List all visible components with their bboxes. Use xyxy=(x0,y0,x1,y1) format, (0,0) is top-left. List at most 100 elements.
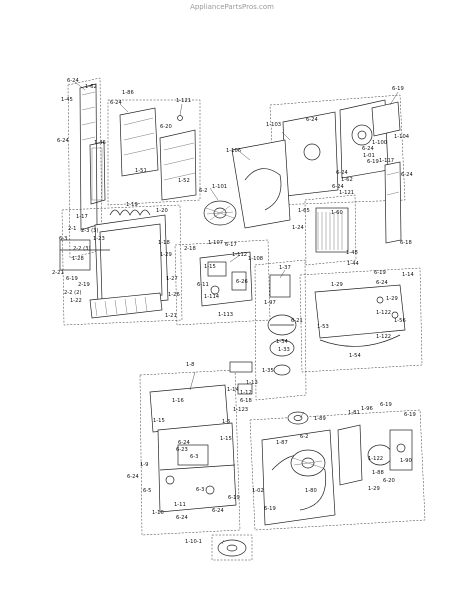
label-2-3-3: 2-3 (3) xyxy=(81,228,98,234)
label-1-15: 1-15 xyxy=(220,436,232,442)
label-1-5: 1-5 xyxy=(222,419,230,425)
label-2-18: 2-18 xyxy=(184,246,196,252)
label-2-19: 2-19 xyxy=(78,282,90,288)
label-1-45: 1-45 xyxy=(61,97,73,103)
label-1-114: 1-114 xyxy=(204,294,220,300)
label-6-24: 6-24 xyxy=(332,184,344,190)
label-6-19: 6-19 xyxy=(380,402,392,408)
label-1-27: 1-27 xyxy=(166,276,178,282)
label-1-21: 1-21 xyxy=(165,313,177,319)
label-1-24: 1-24 xyxy=(292,225,304,231)
label-6-17: 6-17 xyxy=(225,242,237,248)
label-1-29: 1-29 xyxy=(386,296,398,302)
label-1-29: 1-29 xyxy=(331,282,343,288)
label-6-19: 6-19 xyxy=(392,86,404,92)
label-6-3: 6-3 xyxy=(59,236,67,242)
label-1-19: 1-19 xyxy=(126,202,138,208)
label-1-14: 1-14 xyxy=(402,272,414,278)
label-1-108: 1-108 xyxy=(248,256,263,262)
fan-motor-assembly xyxy=(337,424,413,486)
label-6-19: 6-19 xyxy=(228,495,240,501)
label-1-103: 1-103 xyxy=(266,122,281,128)
label-1-90: 1-90 xyxy=(400,458,412,464)
label-6-2: 6-2 xyxy=(300,434,308,440)
label-1-46: 1-46 xyxy=(94,140,106,146)
label-6-11: 6-11 xyxy=(197,282,209,288)
label-1-29: 1-29 xyxy=(368,486,380,492)
blower-shroud-upper xyxy=(203,139,291,229)
label-1-17: 1-17 xyxy=(76,214,88,220)
label-6-24: 6-24 xyxy=(178,440,190,446)
leader-lines xyxy=(74,81,399,545)
label-6-21: 6-21 xyxy=(291,318,303,324)
rubber-grommet xyxy=(211,534,253,561)
label-1-51: 1-51 xyxy=(135,168,147,174)
label-1-107: 1-107 xyxy=(208,240,223,246)
label-2-2-2: 2-2 (2) xyxy=(64,290,81,296)
label-1-13: 1-13 xyxy=(246,380,258,386)
label-1-22: 1-22 xyxy=(70,298,82,304)
base-pan-assembly xyxy=(139,369,241,536)
label-6-19: 6-19 xyxy=(264,506,276,512)
label-2-1: 2-1 xyxy=(68,226,76,232)
label-2-2-3: 2-2 (3) xyxy=(73,246,90,252)
bottom-filter xyxy=(89,292,163,319)
label-2-21: 2-21 xyxy=(52,270,64,276)
label-1-33: 1-33 xyxy=(278,347,290,353)
label-1-89: 1-89 xyxy=(314,416,326,422)
label-1-01: 1-01 xyxy=(363,153,375,159)
label-1-97: 1-97 xyxy=(264,300,276,306)
label-6-3: 6-3 xyxy=(196,487,204,493)
label-6-19: 6-19 xyxy=(404,412,416,418)
label-1-88: 1-88 xyxy=(372,470,384,476)
label-1-53: 1-53 xyxy=(317,324,329,330)
label-6-23: 6-23 xyxy=(176,447,188,453)
front-grille-assembly xyxy=(59,204,183,326)
label-1-123: 1-123 xyxy=(233,407,248,413)
label-1-34: 1-34 xyxy=(276,339,288,345)
label-6-24: 6-24 xyxy=(401,172,413,178)
label-6-24: 6-24 xyxy=(127,474,139,480)
label-6-24: 6-24 xyxy=(176,515,188,521)
label-6-19: 6-19 xyxy=(374,270,386,276)
label-1-101: 1-101 xyxy=(212,184,227,190)
label-1-87: 1-87 xyxy=(276,440,288,446)
side-filter-panels xyxy=(107,99,201,206)
label-1-65: 1-65 xyxy=(298,208,310,214)
label-6-20: 6-20 xyxy=(383,478,395,484)
label-6-5: 6-5 xyxy=(143,488,151,494)
label-6-24: 6-24 xyxy=(336,170,348,176)
label-6-26: 6-26 xyxy=(236,279,248,285)
label-1-8: 1-8 xyxy=(186,362,194,368)
part-labels: 6-24 1-62 1-45 1-86 6-24 1-121 6-20 6-24… xyxy=(52,78,416,545)
label-1-56: 1-56 xyxy=(394,318,406,324)
label-1-122: 1-122 xyxy=(376,310,391,316)
label-6-18: 6-18 xyxy=(240,398,252,404)
label-6-18: 6-18 xyxy=(400,240,412,246)
label-1-113: 1-113 xyxy=(218,312,233,318)
label-1-20: 1-20 xyxy=(156,208,168,214)
label-1-100: 1-100 xyxy=(372,140,387,146)
label-6-24: 6-24 xyxy=(212,508,224,514)
label-1-29: 1-29 xyxy=(160,252,172,258)
label-1-15: 1-15 xyxy=(204,264,216,270)
blower-wheel-upper xyxy=(203,200,237,226)
label-6-24: 6-24 xyxy=(67,78,79,84)
label-6-24: 6-24 xyxy=(362,146,374,152)
label-1-14: 1-14 xyxy=(227,387,239,393)
side-panel-left-group xyxy=(67,77,106,259)
label-1-62: 1-62 xyxy=(341,177,353,183)
label-1-26: 1-26 xyxy=(168,292,180,298)
label-1-35: 1-35 xyxy=(262,368,274,374)
compressor-assembly xyxy=(254,259,307,401)
label-6-19: 6-19 xyxy=(367,159,379,165)
label-6-24: 6-24 xyxy=(376,280,388,286)
label-1-44: 1-44 xyxy=(347,261,359,267)
fan-wheel-lower xyxy=(290,449,326,477)
label-1-9: 1-9 xyxy=(140,462,148,468)
evaporator-coil xyxy=(304,194,357,266)
label-1-106: 1-106 xyxy=(226,148,241,154)
label-1-37: 1-37 xyxy=(279,265,291,271)
label-6-24: 6-24 xyxy=(57,138,69,144)
label-1-11: 1-11 xyxy=(174,502,186,508)
